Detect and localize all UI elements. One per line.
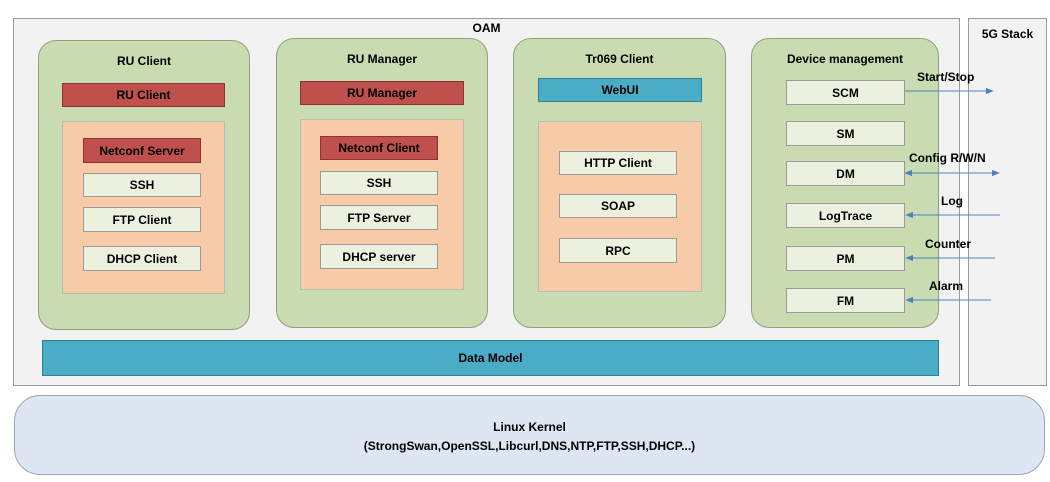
start-stop-label: Start/Stop (917, 70, 975, 84)
linux-kernel-title: Linux Kernel (493, 420, 566, 434)
ru-client-title: RU Client (117, 54, 171, 68)
alarm-label: Alarm (929, 279, 964, 293)
ftp-client-box: FTP Client (83, 207, 201, 232)
log-label: Log (941, 194, 963, 208)
5g-stack-title: 5G Stack (981, 27, 1034, 41)
http-client-box: HTTP Client (559, 151, 677, 175)
oam-title: OAM (472, 21, 501, 35)
linux-kernel-subtitle: (StrongSwan,OpenSSL,Libcurl,DNS,NTP,FTP,… (363, 439, 696, 453)
tr069-client-title: Tr069 Client (585, 52, 654, 66)
netconf-client-box: Netconf Client (320, 136, 438, 160)
scm-box: SCM (786, 80, 905, 105)
5g-stack-container: 5G Stack (968, 18, 1047, 386)
device-management-title: Device management (786, 52, 904, 66)
ru-client-header: RU Client (62, 83, 225, 107)
logtrace-box: LogTrace (786, 203, 905, 228)
webui-header: WebUI (538, 78, 702, 102)
ftp-server-box: FTP Server (320, 205, 438, 230)
netconf-server-box: Netconf Server (83, 138, 201, 163)
rpc-box: RPC (559, 238, 677, 263)
ru-manager-ssh-box: SSH (320, 171, 438, 195)
config-rwn-label: Config R/W/N (909, 151, 986, 165)
dhcp-client-box: DHCP Client (83, 246, 201, 271)
linux-kernel-box: Linux Kernel (StrongSwan,OpenSSL,Libcurl… (14, 395, 1045, 475)
soap-box: SOAP (559, 194, 677, 218)
ru-client-ssh-box: SSH (83, 173, 201, 197)
fm-box: FM (786, 288, 905, 313)
sm-box: SM (786, 121, 905, 146)
data-model-bar: Data Model (42, 340, 939, 376)
ru-manager-title: RU Manager (346, 52, 417, 66)
ru-manager-header: RU Manager (300, 81, 464, 105)
dhcp-server-box: DHCP server (320, 244, 438, 269)
counter-label: Counter (925, 237, 971, 251)
pm-box: PM (786, 246, 905, 271)
